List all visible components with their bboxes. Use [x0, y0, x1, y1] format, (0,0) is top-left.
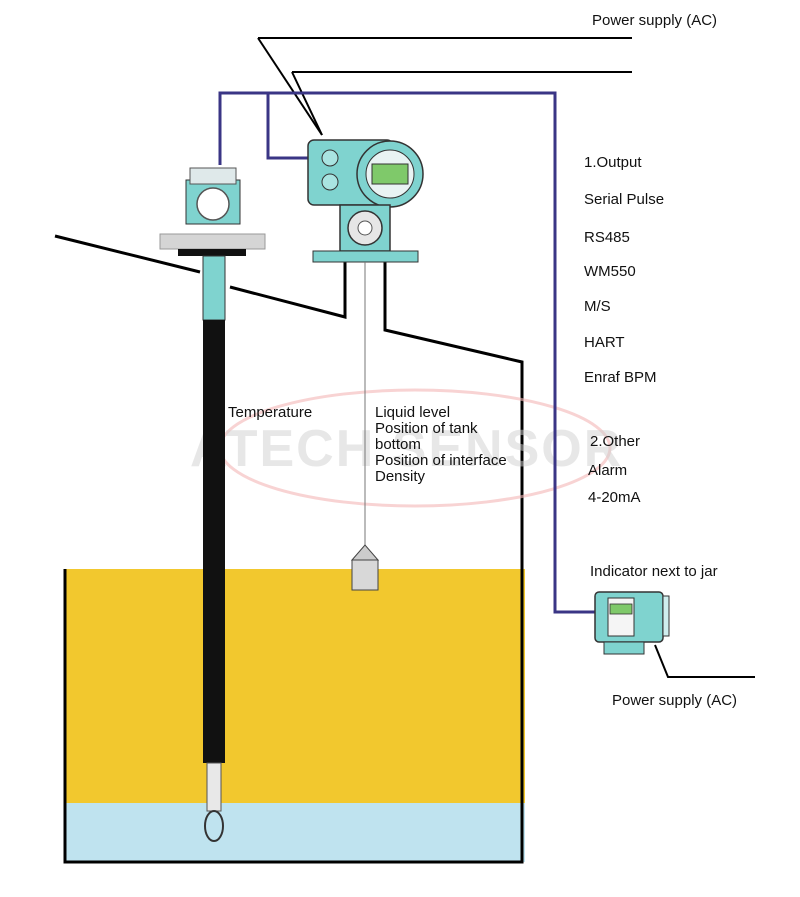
power-supply-top-label: Power supply (AC): [592, 12, 717, 29]
output-item: WM550: [584, 263, 636, 280]
measurement-label: Position of tank: [375, 420, 478, 437]
float: [350, 544, 380, 591]
output-item: RS485: [584, 229, 630, 246]
output-item: M/S: [584, 298, 611, 315]
indicator-device: [594, 591, 670, 655]
watermark: ATECH SENSOR: [190, 388, 623, 508]
power-lines: [257, 37, 755, 678]
power-supply-bottom-label: Power supply (AC): [612, 692, 737, 709]
output-heading: 1.Output: [584, 154, 642, 171]
main-transmitter: [307, 139, 424, 545]
output-item: Serial Pulse: [584, 191, 664, 208]
output-item: HART: [584, 334, 625, 351]
other-heading: 2.Other: [590, 433, 640, 450]
other-item: Alarm: [588, 462, 627, 479]
measurement-label: Density: [375, 468, 426, 485]
tank-outline: [54, 234, 524, 864]
oil-layer: [65, 569, 525, 803]
svg-text:ATECH SENSOR: ATECH SENSOR: [190, 420, 623, 478]
indicator-label: Indicator next to jar: [590, 563, 718, 580]
other-item: 4-20mA: [588, 489, 641, 506]
output-item: Enraf BPM: [584, 369, 657, 386]
temperature-label: Temperature: [228, 404, 312, 421]
signal-cable: [218, 91, 595, 614]
measurement-label: Position of interface: [375, 452, 507, 469]
temperature-probe: [159, 167, 266, 842]
water-layer: [65, 803, 525, 862]
measurement-label: bottom: [375, 436, 421, 453]
measurement-label: Liquid level: [375, 404, 450, 421]
